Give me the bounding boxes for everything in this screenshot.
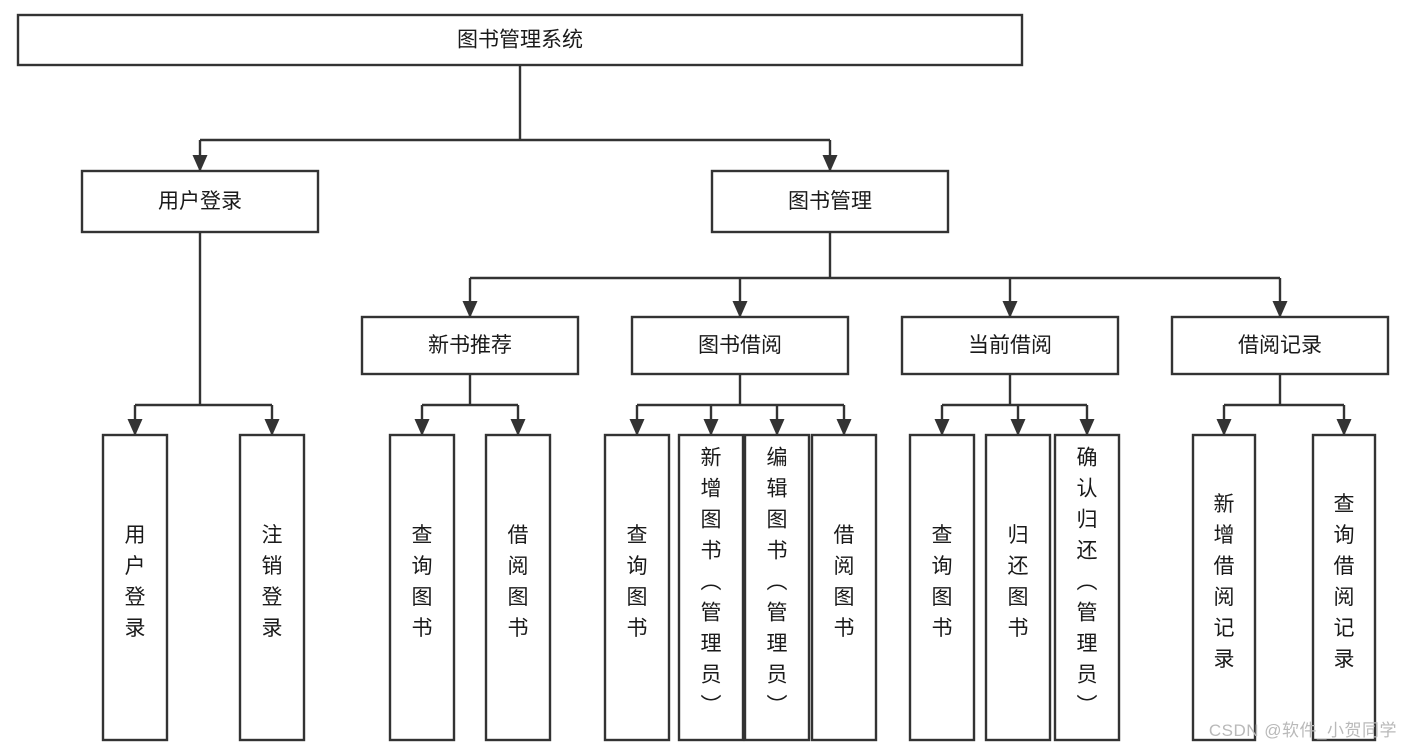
arrow-head-icon [629, 419, 645, 436]
node-book-management[interactable]: 图书管理 [710, 169, 950, 234]
node-current-borrow[interactable]: 当前借阅 [900, 315, 1120, 376]
arrow-head-icon [414, 419, 430, 436]
arrow-head-icon [1010, 419, 1026, 436]
node-book-borrow[interactable]: 图书借阅 [630, 315, 850, 376]
arrow-head-icon [769, 419, 785, 436]
arrow-head-icon [510, 419, 526, 436]
node-leaf-add-book-admin-box[interactable] [677, 433, 745, 742]
node-leaf-borrow-book-box[interactable] [810, 433, 878, 742]
node-current-borrow-label: 当前借阅 [968, 334, 1052, 357]
node-new-book-recommend[interactable]: 新书推荐 [360, 315, 580, 376]
arrow-head-icon [1002, 301, 1018, 318]
node-leaf-edit-book-admin[interactable]: 编辑图书︵管理员︶ [743, 433, 811, 742]
node-leaf-query-borrow-record-label: 查询借阅记录 [1334, 493, 1355, 671]
arrow-head-icon [836, 419, 852, 436]
arrow-head-icon [1272, 301, 1288, 318]
arrow-head-icon [264, 419, 280, 436]
node-leaf-logout-login-box[interactable] [238, 433, 306, 742]
arrow-head-icon [1079, 419, 1095, 436]
node-book-borrow-box[interactable] [630, 315, 850, 376]
node-borrow-record-box[interactable] [1170, 315, 1390, 376]
node-leaf-return-book[interactable]: 归还图书 [984, 433, 1052, 742]
node-leaf-return-book-label: 归还图书 [1008, 524, 1029, 640]
node-leaf-query-book-current-label: 查询图书 [932, 524, 953, 640]
connectors-layer [127, 65, 1352, 436]
node-book-borrow-label: 图书借阅 [698, 334, 782, 357]
node-root-root[interactable]: 图书管理系统 [16, 13, 1024, 67]
node-leaf-edit-book-admin-label: 编辑图书︵管理员︶ [767, 447, 788, 718]
node-leaf-query-book-recommend[interactable]: 查询图书 [388, 433, 456, 742]
node-leaf-query-book-current[interactable]: 查询图书 [908, 433, 976, 742]
node-leaf-borrow-book-label: 借阅图书 [834, 524, 855, 640]
arrow-head-icon [822, 155, 838, 172]
node-new-book-recommend-box[interactable] [360, 315, 580, 376]
arrow-head-icon [703, 419, 719, 436]
node-leaf-borrow-book-recommend[interactable]: 借阅图书 [484, 433, 552, 742]
node-user-login-box[interactable] [80, 169, 320, 234]
node-leaf-user-login[interactable]: 用户登录 [101, 433, 169, 742]
arrow-head-icon [1216, 419, 1232, 436]
node-leaf-add-borrow-record-label: 新增借阅记录 [1214, 493, 1235, 671]
node-root-root-box[interactable] [16, 13, 1024, 67]
node-leaf-query-borrow-record-box[interactable] [1311, 433, 1377, 742]
node-book-management-label: 图书管理 [788, 190, 872, 213]
node-leaf-query-book-borrow-box[interactable] [603, 433, 671, 742]
arrow-head-icon [127, 419, 143, 436]
arrow-head-icon [462, 301, 478, 318]
arrow-head-icon [1336, 419, 1352, 436]
node-leaf-add-book-admin[interactable]: 新增图书︵管理员︶ [677, 433, 745, 742]
node-leaf-query-borrow-record[interactable]: 查询借阅记录 [1311, 433, 1377, 742]
node-borrow-record-label: 借阅记录 [1238, 334, 1322, 357]
node-leaf-confirm-return-admin[interactable]: 确认归还︵管理员︶ [1053, 433, 1121, 742]
node-leaf-add-borrow-record[interactable]: 新增借阅记录 [1191, 433, 1257, 742]
node-leaf-confirm-return-admin-label: 确认归还︵管理员︶ [1077, 447, 1098, 718]
node-book-management-box[interactable] [710, 169, 950, 234]
node-leaf-query-book-borrow[interactable]: 查询图书 [603, 433, 671, 742]
node-leaf-return-book-box[interactable] [984, 433, 1052, 742]
node-leaf-query-book-borrow-label: 查询图书 [627, 524, 648, 640]
node-leaf-logout-login-label: 注销登录 [262, 524, 283, 640]
arrow-head-icon [192, 155, 208, 172]
node-current-borrow-box[interactable] [900, 315, 1120, 376]
node-leaf-user-login-label: 用户登录 [125, 524, 146, 640]
node-user-login-label: 用户登录 [158, 190, 242, 213]
node-leaf-borrow-book[interactable]: 借阅图书 [810, 433, 878, 742]
node-leaf-add-borrow-record-box[interactable] [1191, 433, 1257, 742]
node-leaf-borrow-book-recommend-label: 借阅图书 [508, 524, 529, 640]
node-leaf-query-book-current-box[interactable] [908, 433, 976, 742]
node-leaf-query-book-recommend-box[interactable] [388, 433, 456, 742]
node-leaf-edit-book-admin-box[interactable] [743, 433, 811, 742]
node-leaf-user-login-box[interactable] [101, 433, 169, 742]
nodes-layer: 图书管理系统用户登录图书管理新书推荐图书借阅当前借阅借阅记录用户登录注销登录查询… [16, 13, 1390, 742]
node-leaf-query-book-recommend-label: 查询图书 [412, 524, 433, 640]
node-leaf-confirm-return-admin-box[interactable] [1053, 433, 1121, 742]
node-leaf-add-book-admin-label: 新增图书︵管理员︶ [701, 447, 722, 718]
node-new-book-recommend-label: 新书推荐 [428, 334, 512, 357]
node-borrow-record[interactable]: 借阅记录 [1170, 315, 1390, 376]
node-leaf-logout-login[interactable]: 注销登录 [238, 433, 306, 742]
node-leaf-borrow-book-recommend-box[interactable] [484, 433, 552, 742]
node-root-root-label: 图书管理系统 [457, 29, 583, 52]
node-user-login[interactable]: 用户登录 [80, 169, 320, 234]
arrow-head-icon [934, 419, 950, 436]
arrow-head-icon [732, 301, 748, 318]
